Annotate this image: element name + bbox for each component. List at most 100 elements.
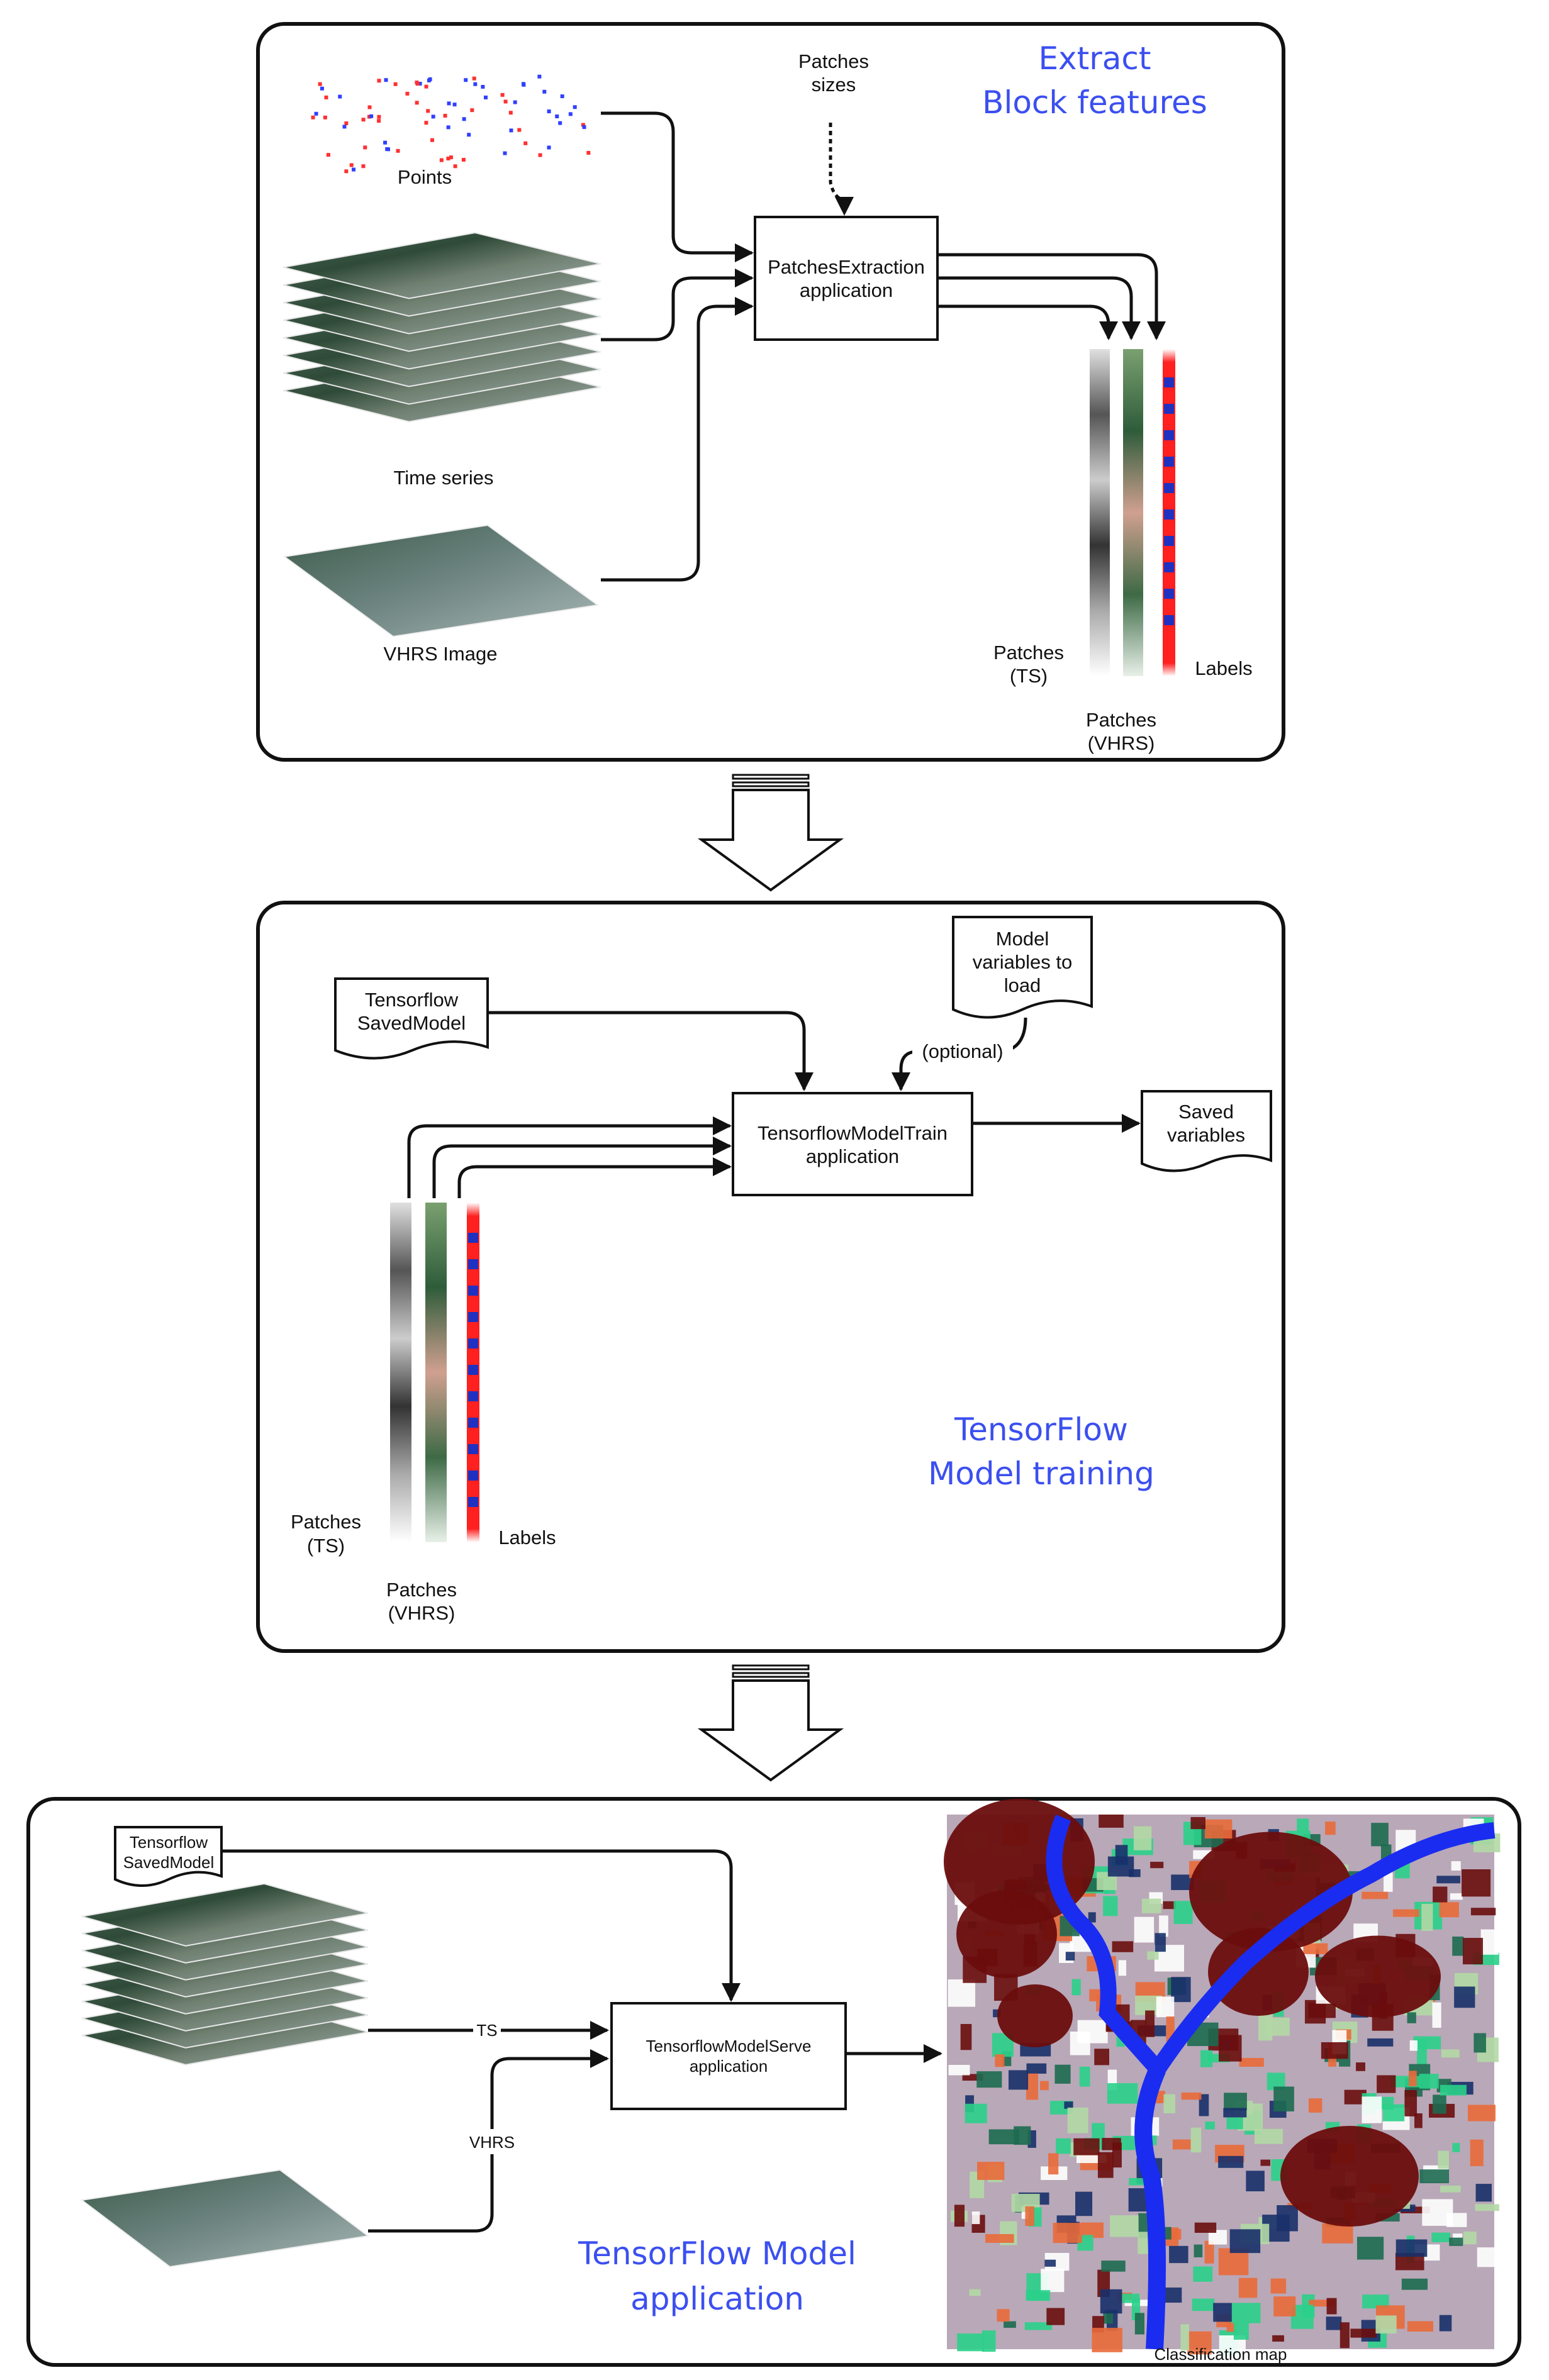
map-patch xyxy=(1239,2057,1264,2067)
map-patch xyxy=(1194,2222,1217,2233)
map-patch xyxy=(1101,2260,1126,2272)
map-patch xyxy=(1344,2089,1367,2105)
label-mark xyxy=(468,1471,478,1481)
point-dot xyxy=(464,78,468,82)
map-patch xyxy=(988,2129,1019,2145)
point-dot xyxy=(367,105,372,109)
ts-patches-to-train-arrow xyxy=(407,1116,732,1198)
map-patch xyxy=(1107,2083,1138,2104)
map-patch xyxy=(1231,2303,1261,2323)
map-patch xyxy=(1053,2223,1082,2244)
patches-sizes-line2: sizes xyxy=(812,74,856,96)
map-patch xyxy=(1226,2117,1243,2130)
patches-vhrs-strip-2 xyxy=(425,1203,447,1542)
map-patch xyxy=(1277,2205,1298,2232)
model-train-box xyxy=(732,1092,973,1196)
point-dot xyxy=(470,108,474,113)
map-patch xyxy=(1071,1979,1081,1996)
point-dot xyxy=(344,121,349,126)
label-mark xyxy=(468,1418,478,1428)
map-patch xyxy=(1054,2064,1071,2084)
map-patch xyxy=(1438,2150,1450,2169)
map-patch xyxy=(1026,2290,1051,2301)
map-patch xyxy=(1321,2042,1348,2059)
map-patch xyxy=(1089,1989,1102,2001)
map-patch xyxy=(1371,1823,1389,1847)
map-patch xyxy=(1463,1938,1483,1965)
patches-ts-label-line2: (TS) xyxy=(1010,665,1048,687)
point-dot xyxy=(472,76,476,81)
map-patch xyxy=(1308,2098,1323,2113)
map-patch xyxy=(1199,2094,1209,2116)
classification-map xyxy=(944,1799,1501,2359)
map-patch xyxy=(1350,2328,1377,2338)
map-patch xyxy=(1272,2335,1284,2342)
point-dot xyxy=(426,109,430,113)
map-patch xyxy=(1099,1815,1124,1828)
map-patch xyxy=(977,2162,1005,2180)
ts-arrow-label: TS xyxy=(476,2021,497,2040)
map-patch xyxy=(985,2234,1014,2243)
map-patch xyxy=(1238,2277,1258,2298)
map-patch xyxy=(1229,2229,1261,2254)
timeseries-label: Time series xyxy=(393,467,493,489)
point-dot xyxy=(555,114,559,119)
point-dot xyxy=(384,78,388,82)
map-patch xyxy=(1401,2278,1428,2290)
map-patch xyxy=(1452,2143,1460,2152)
map-patch xyxy=(1112,2142,1122,2168)
map-patch xyxy=(1224,2093,1247,2111)
patches-ts-2-line1: Patches xyxy=(291,1511,361,1533)
map-patch xyxy=(1079,2066,1090,2087)
map-patch xyxy=(1190,1817,1205,1830)
point-dot xyxy=(568,112,573,116)
map-patch xyxy=(1103,1896,1118,1916)
map-patch xyxy=(1449,2237,1463,2246)
panel2-title-line2: Model training xyxy=(928,1455,1155,1492)
patches-extraction-box xyxy=(754,216,939,341)
timeseries-stack-3 xyxy=(81,1882,369,2066)
map-patch xyxy=(1193,2266,1213,2282)
point-dot xyxy=(405,91,410,96)
point-dot xyxy=(349,163,354,167)
map-patch xyxy=(1205,2121,1215,2130)
map-patch xyxy=(1171,1977,1191,2003)
point-dot xyxy=(473,82,478,86)
map-patch xyxy=(1421,1903,1433,1931)
point-dot xyxy=(542,89,547,94)
label-mark xyxy=(1164,589,1174,599)
map-patch xyxy=(971,2211,980,2225)
map-patch xyxy=(1270,2278,1287,2294)
timeseries-layer-3 xyxy=(81,1882,369,1947)
map-patch xyxy=(1204,1819,1233,1839)
points-scatter xyxy=(311,74,591,174)
map-patch xyxy=(1048,2153,1059,2175)
map-river xyxy=(1046,1815,1496,2083)
savedmodel-3-line2: SavedModel xyxy=(123,1853,215,1872)
map-patch xyxy=(1092,2328,1122,2352)
label-mark xyxy=(468,1365,478,1375)
ts-arrow-label-bg xyxy=(473,2018,501,2043)
patches-ts-strip xyxy=(1090,349,1110,676)
point-dot xyxy=(517,128,522,132)
optional-label: (optional) xyxy=(922,1040,1003,1062)
point-dot xyxy=(537,74,542,79)
map-patch xyxy=(1404,2090,1418,2116)
point-dot xyxy=(443,113,447,118)
point-dot xyxy=(393,82,398,86)
panel2-title-line1: TensorFlow xyxy=(954,1411,1128,1448)
patches-sizes-arrow xyxy=(829,123,854,216)
map-patch xyxy=(976,2071,1002,2088)
point-dot xyxy=(418,82,422,86)
map-patch xyxy=(1208,2230,1227,2245)
map-patch xyxy=(1475,2184,1492,2202)
panel1-title-line2: Block features xyxy=(982,84,1207,121)
extraction-to-labels-arrow xyxy=(937,253,1166,340)
point-dot xyxy=(547,145,551,150)
point-dot xyxy=(323,115,327,120)
map-patch xyxy=(1440,2185,1461,2193)
map-patch xyxy=(1409,2071,1417,2087)
point-dot xyxy=(508,111,513,115)
map-patch xyxy=(1129,2177,1158,2186)
